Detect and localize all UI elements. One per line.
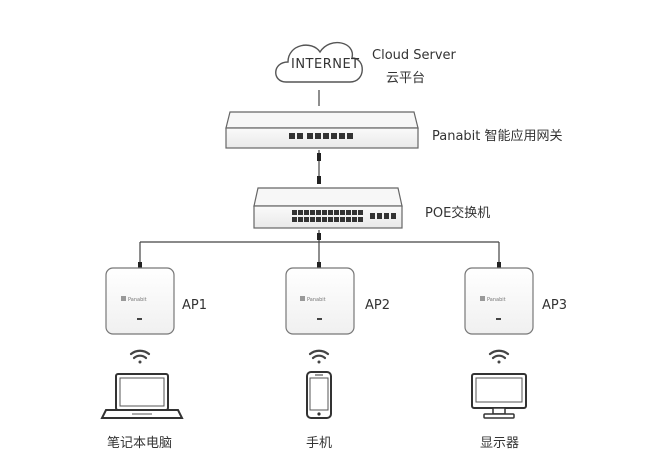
gateway-port-connector [317,153,321,161]
switch-downlink-connector [317,233,321,240]
internet-label: INTERNET [291,57,360,72]
ap3-label: AP3 [542,298,568,313]
phone-label: 手机 [306,436,333,451]
ap2-device-icon: Panabit [285,267,355,335]
ap2-port-connector [317,262,321,268]
laptop-icon [100,373,184,419]
ap3-port-connector [497,262,501,268]
laptop-label: 笔记本电脑 [107,436,173,451]
phone-icon [306,371,332,419]
wifi-icon [308,349,330,364]
poe-switch-label: POE交换机 [425,206,491,221]
gateway-label: Panabit 智能应用网关 [432,129,563,144]
cloud-server-label: Cloud Server [372,48,456,63]
monitor-icon [471,373,527,419]
ap3-brand-text: Panabit [487,297,506,303]
ap1-label: AP1 [182,298,208,313]
wifi-icon [129,349,151,364]
ap1-port-connector [138,262,142,268]
ap2-label: AP2 [365,298,391,313]
wifi-icon [488,349,510,364]
panabit-logo-icon [300,296,305,301]
panabit-logo-icon [480,296,485,301]
gateway-device-icon [225,111,419,149]
ap2-brand-text: Panabit [307,297,326,303]
internet-cloud-icon [275,41,363,83]
ap3-device-icon: Panabit [464,267,534,335]
poe-switch-icon [253,187,403,229]
switch-uplink-connector [317,176,321,184]
ap1-brand-text: Panabit [128,297,147,303]
ap1-device-icon: Panabit [105,267,175,335]
cloud-platform-label: 云平台 [386,71,426,86]
panabit-logo-icon [121,296,126,301]
monitor-label: 显示器 [480,436,520,451]
